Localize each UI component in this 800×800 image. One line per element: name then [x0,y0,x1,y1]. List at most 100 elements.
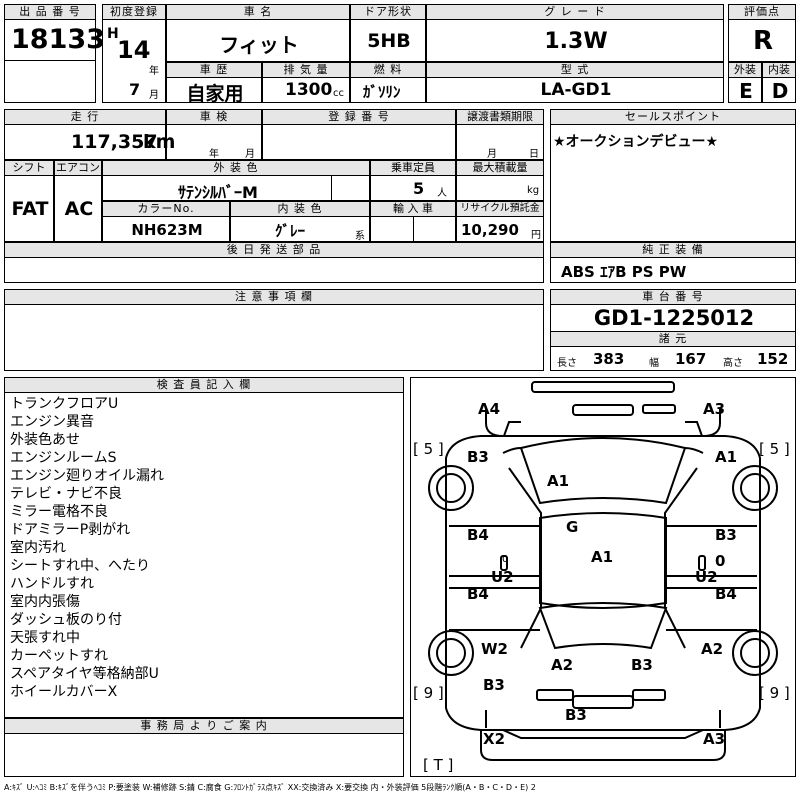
damage-mark: W2 [481,640,508,658]
damage-mark: B3 [483,676,505,694]
damage-mark: A3 [703,730,726,748]
model-label: 型 式 [426,62,724,78]
inspector-note: ホイールカバーX [10,684,118,700]
inspect-year: 年 [209,149,219,160]
mileage-unit: km [143,131,176,153]
sales-label: セールスポイント [550,109,796,125]
inspect-box: 年 月 [166,124,262,160]
reg-month: 7 [129,80,141,99]
shift-box: FAT [4,175,54,242]
equip-box: ABS ｴｱB PS PW [550,257,796,283]
inspector-note: テレビ・ナビ不良 [10,486,122,502]
damage-mark: B3 [715,526,737,544]
mileage: 117,357 [71,131,158,153]
inspector-box: トランクフロアU エンジン異音 外装色あせ エンジンルームS エンジン廻りオイル… [4,392,404,718]
lot-number: 18133 [11,24,105,55]
inspector-note: トランクフロアU [10,396,119,412]
later-label: 後 日 発 送 部 品 [4,242,544,258]
inspector-note: スペアタイヤ等格納部U [10,666,159,682]
shift-label: シフト [4,160,54,176]
ext-label: 外装 [728,62,762,78]
intcolor-suffix: 系 [355,231,365,242]
reg-box: H 14 年 7 月 [102,19,166,103]
doc-label: 譲渡書類期限 [456,109,544,125]
model: LA-GD1 [540,80,612,100]
month-unit: 月 [149,90,159,101]
fuel: ｶﾞｿﾘﾝ [363,83,401,101]
regno-label: 登 録 番 号 [262,109,456,125]
color-label: 外 装 色 [102,160,370,176]
regno-box [262,124,456,160]
intcolor: ｸﾞﾚｰ [275,222,306,240]
seats-box: 5 人 [370,175,456,201]
name-box: フィット [166,19,350,62]
specs-box: 長さ 383 幅 167 高さ 152 [550,346,796,371]
tire-fr: [ 5 ] [759,440,790,458]
tire-rl: [ 9 ] [413,684,444,702]
specs-label: 諸 元 [550,331,796,347]
inspector-note: カーペットすれ [10,648,108,664]
inspector-note: 室内内張傷 [10,594,80,610]
displacement: 1300 [285,80,333,100]
divider [413,217,414,243]
history-box: 自家用 [166,77,262,105]
equip-text: ABS ｴｱB PS PW [561,263,687,281]
lot-box: 18133 [4,19,105,61]
caution-label: 注 意 事 項 欄 [4,289,544,305]
doc-box: 月 日 [456,124,544,160]
score-box: R [728,19,796,62]
reg-label: 初度登録 [102,4,166,20]
ac-label: エアコン [54,160,102,176]
inspector-note: ミラー電格不良 [10,504,108,520]
import-box [370,216,456,243]
height: 152 [757,350,789,368]
damage-mark: 0 [715,552,726,570]
damage-mark: B3 [565,706,587,724]
model-box: LA-GD1 [426,77,724,103]
equip-label: 純 正 装 備 [550,242,796,258]
damage-mark: A3 [703,400,726,418]
ac: AC [64,198,94,220]
colorno: NH623M [131,221,203,239]
length: 383 [593,350,625,368]
ext-grade: E [739,79,753,103]
later-box [4,257,544,283]
color: ｻﾃﾝｼﾙﾊﾞｰM [178,183,258,202]
inspector-note: ドアミラーP剥がれ [10,522,131,538]
seats: 5 [413,179,425,198]
caution-box [4,304,544,371]
year-unit: 年 [149,66,159,77]
load-unit: kg [527,185,540,196]
damage-mark: B4 [467,526,489,544]
inspect-label: 車 検 [166,109,262,125]
doc-day: 日 [529,149,539,160]
lot-label: 出 品 番 号 [4,4,96,20]
ac-box: AC [54,175,102,242]
disp-box: 1300 cc [262,77,350,103]
seats-label: 乗車定員 [370,160,456,176]
sales-box: ★オークションデビュー★ [550,124,796,242]
inspector-note: ダッシュ板のり付 [10,612,122,628]
name-label: 車 名 [166,4,350,20]
width: 167 [675,350,707,368]
inspector-note: エンジンルームS [10,450,117,466]
mileage-label: 走 行 [4,109,166,125]
ext-box: E [728,77,762,103]
color-box: ｻﾃﾝｼﾙﾊﾞｰM [102,175,370,202]
damage-mark: X2 [483,730,506,748]
damage-mark: U2 [695,568,718,586]
tire-spare: [ T ] [423,756,454,774]
door-box: 5HB [350,19,426,62]
door-label: ドア形状 [350,4,426,20]
load-box: kg [456,175,544,201]
reg-year: 14 [117,36,151,64]
inspect-month: 月 [245,149,255,160]
doc-month: 月 [487,149,497,160]
damage-mark: B4 [715,585,737,603]
int-box: D [762,77,796,103]
damage-diagram: [ 5 ] [ 5 ] [ 9 ] [ 9 ] [ T ] A4 A3 B3 A… [410,377,796,777]
chassis-number: GD1-1225012 [593,306,755,330]
inspector-note: 天張すれ中 [10,630,80,646]
intcolor-label: 内 装 色 [230,201,370,217]
tire-fl: [ 5 ] [413,440,444,458]
